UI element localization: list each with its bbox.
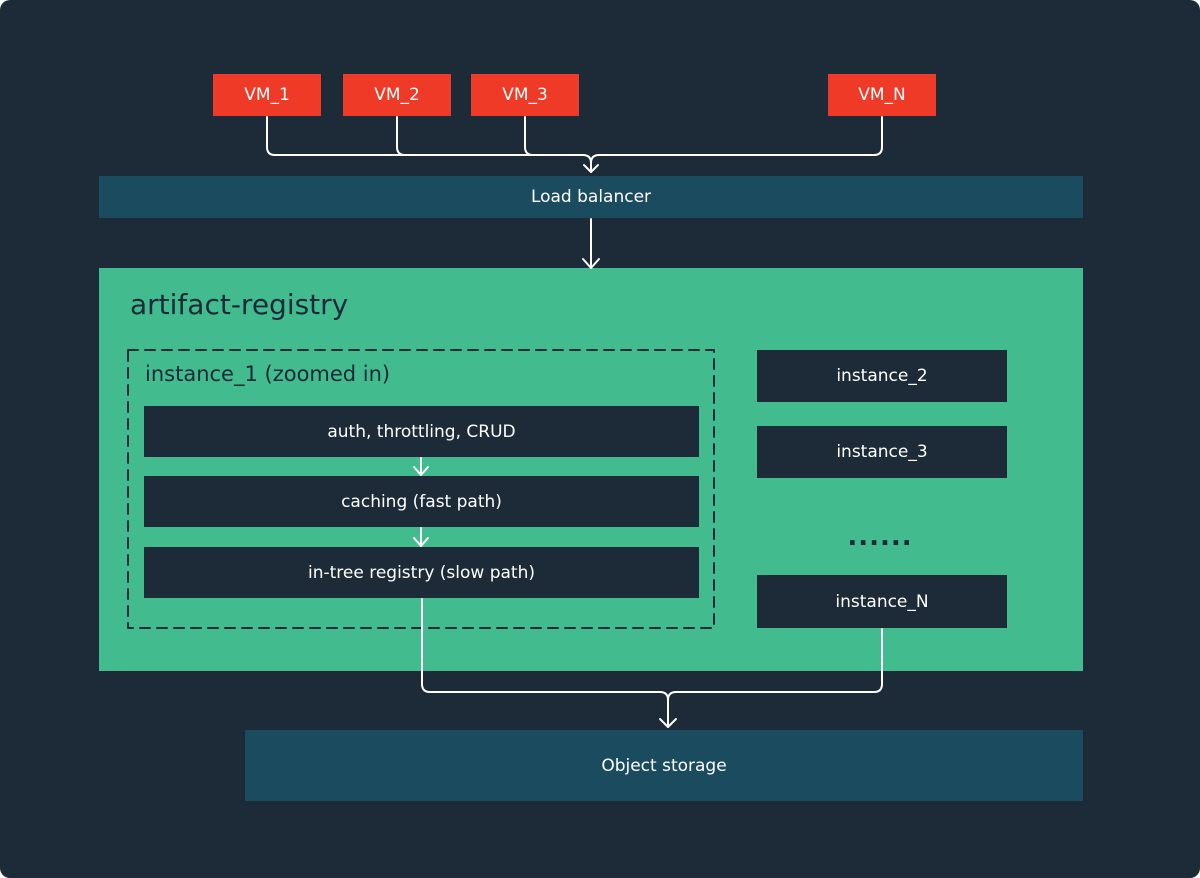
object-storage-bar: Object storage: [245, 730, 1083, 801]
vm-1-box: VM_1: [213, 74, 321, 116]
artifact-registry-title: artifact-registry: [130, 288, 349, 321]
vm-n-box: VM_N: [828, 74, 936, 116]
load-balancer-bar: Load balancer: [99, 176, 1083, 218]
caching-layer-box: caching (fast path): [144, 476, 699, 527]
more-instances-ellipsis: ......: [847, 522, 913, 552]
auth-layer-box: auth, throttling, CRUD: [144, 406, 699, 457]
instance-1-label: instance_1 (zoomed in): [145, 362, 391, 386]
in-tree-registry-box: in-tree registry (slow path): [144, 547, 699, 598]
vm-3-box: VM_3: [471, 74, 579, 116]
instance-n-box: instance_N: [757, 575, 1007, 628]
instance-2-box: instance_2: [757, 350, 1007, 402]
instance-3-box: instance_3: [757, 426, 1007, 478]
vm-2-box: VM_2: [343, 74, 451, 116]
